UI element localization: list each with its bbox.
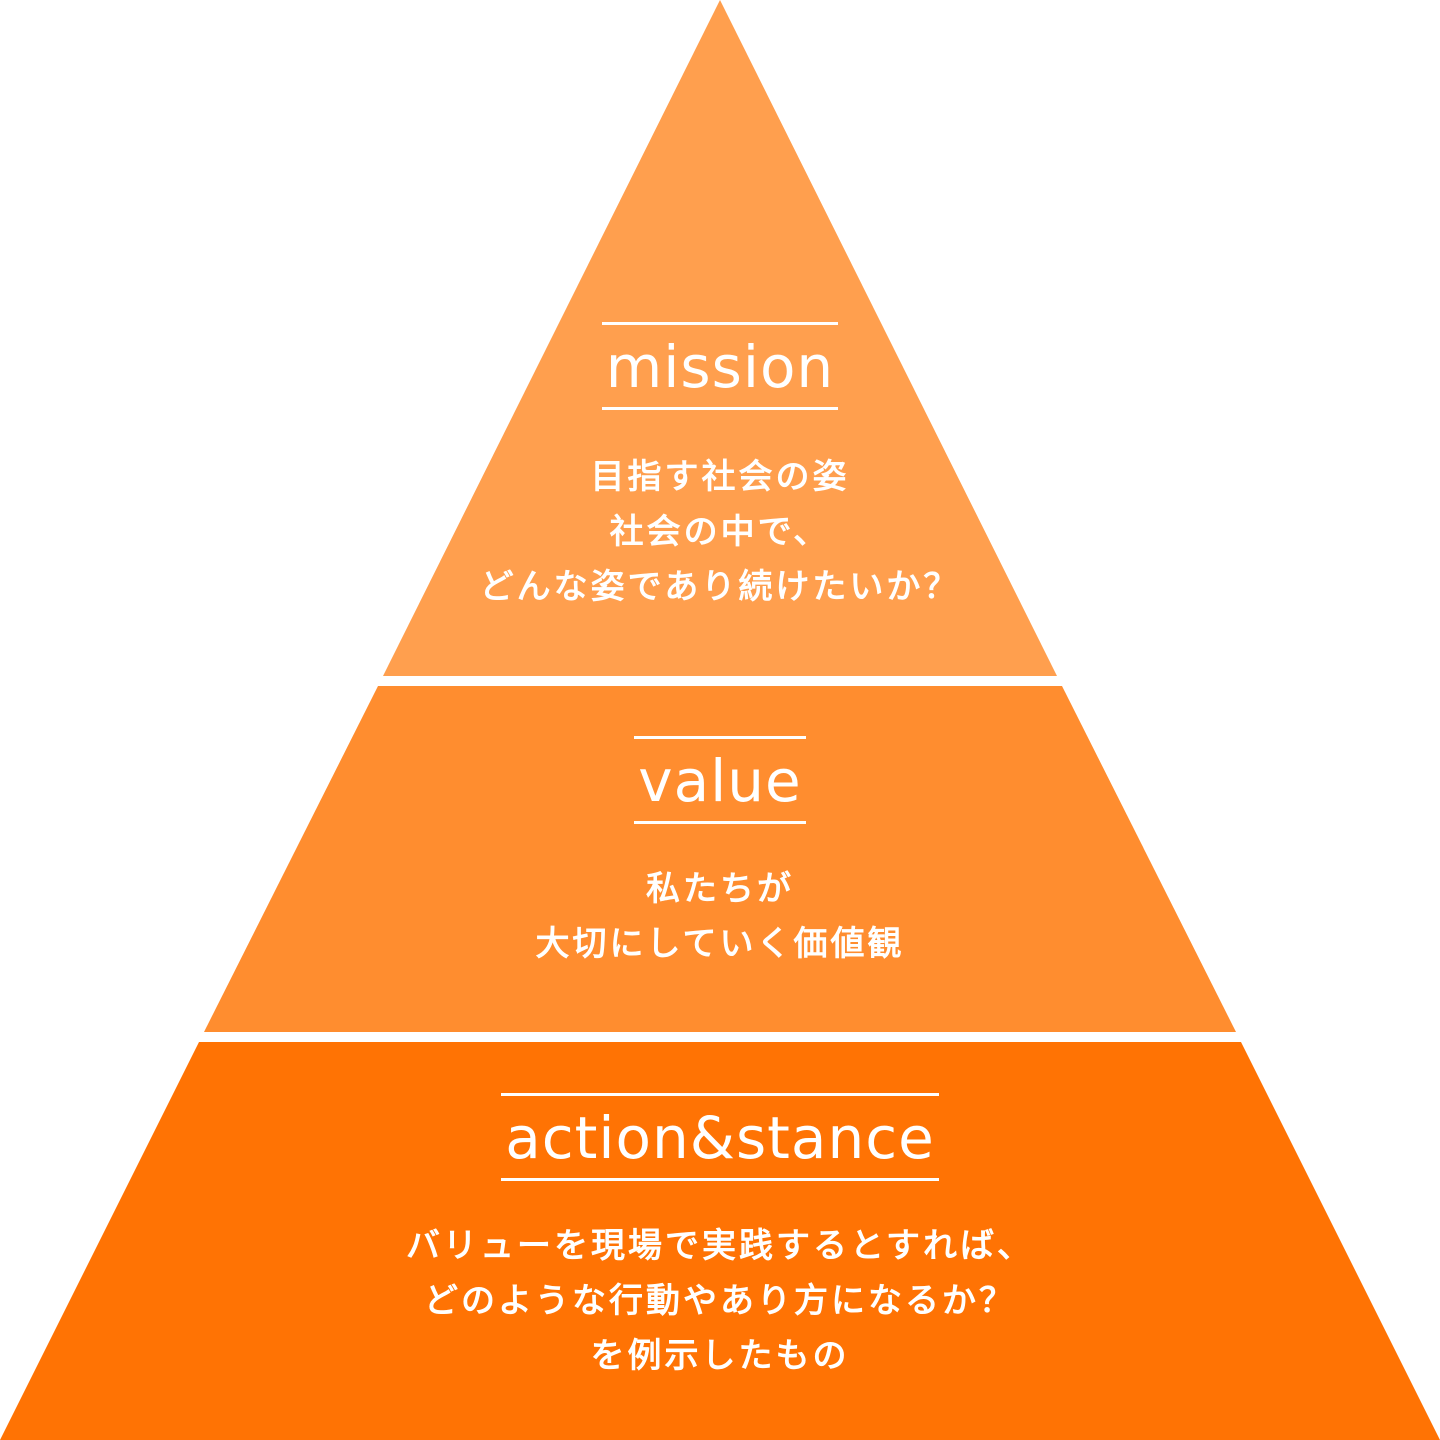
pyramid-tier-mission-shape [383,0,1057,676]
tier-mission-line: 社会の中で、 [609,512,831,552]
tier-mission: mission 目指す社会の姿 社会の中で、 どんな姿であり続けたいか？ [0,322,1440,615]
tier-mission-heading: mission [601,322,839,410]
tier-action-stance-description: バリューを現場で実践するとすれば、 どのような行動やあり方になるか？ を例示した… [406,1219,1034,1384]
tier-mission-line: どんな姿であり続けたいか？ [479,567,961,607]
tier-mission-line: 目指す社会の姿 [590,457,850,497]
tier-value-line: 大切にしていく価値観 [535,924,905,964]
tier-action-stance-heading: action&stance [501,1093,939,1181]
tier-action-stance-line: どのような行動やあり方になるか？ [423,1281,1016,1321]
pyramid-tier-value-shape [204,686,1236,1032]
tier-action-stance: action&stance バリューを現場で実践するとすれば、 どのような行動や… [0,1093,1440,1384]
tier-value-heading: value [634,736,806,824]
tier-action-stance-line: を例示したもの [590,1336,850,1376]
tier-value: value 私たちが 大切にしていく価値観 [0,736,1440,972]
pyramid-tier-action-shape [0,1042,1440,1440]
tier-action-stance-line: バリューを現場で実践するとすれば、 [406,1226,1034,1266]
tier-mission-description: 目指す社会の姿 社会の中で、 どんな姿であり続けたいか？ [480,450,961,615]
tier-value-line: 私たちが [645,869,794,909]
tier-value-description: 私たちが 大切にしていく価値観 [536,862,905,972]
